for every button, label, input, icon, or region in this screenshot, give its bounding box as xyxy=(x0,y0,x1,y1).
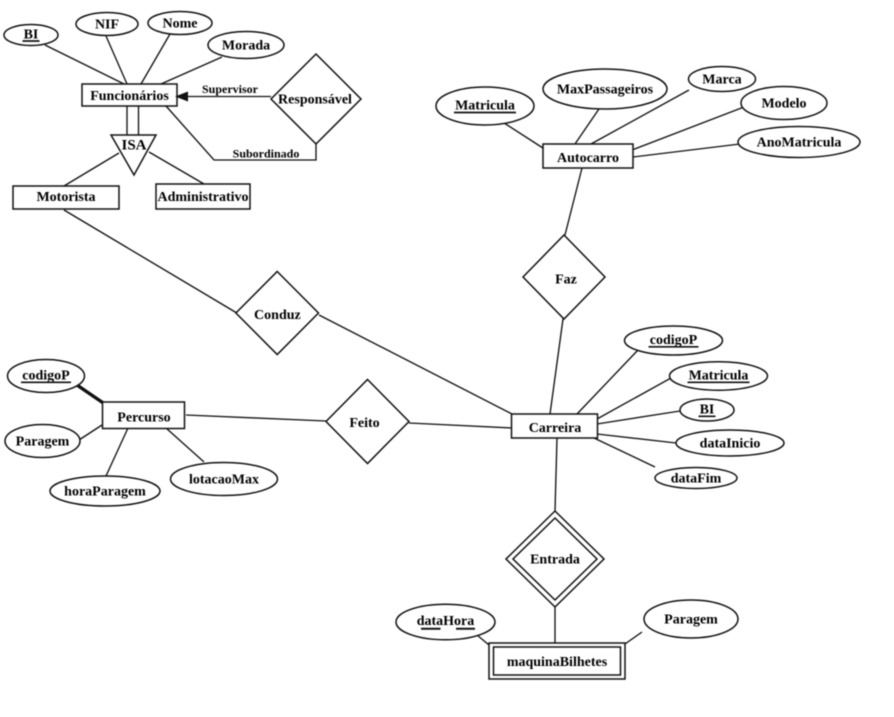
svg-text:ISA: ISA xyxy=(121,138,146,154)
svg-text:Administrativo: Administrativo xyxy=(158,190,249,205)
svg-text:Subordinado: Subordinado xyxy=(233,147,300,161)
svg-text:codigoP: codigoP xyxy=(22,369,70,384)
svg-text:Percurso: Percurso xyxy=(117,411,170,426)
svg-text:Entrada: Entrada xyxy=(530,553,580,568)
svg-text:Matricula: Matricula xyxy=(455,99,515,114)
svg-text:dataFim: dataFim xyxy=(671,472,722,487)
svg-text:Funcionários: Funcionários xyxy=(90,89,169,104)
svg-text:lotacaoMax: lotacaoMax xyxy=(189,473,259,488)
svg-text:Faz: Faz xyxy=(555,273,577,288)
svg-text:horaParagem: horaParagem xyxy=(64,485,146,500)
svg-text:Paragem: Paragem xyxy=(16,435,70,450)
svg-text:Responsável: Responsável xyxy=(278,93,352,108)
svg-text:Modelo: Modelo xyxy=(761,97,806,112)
svg-text:maquinaBilhetes: maquinaBilhetes xyxy=(507,655,608,670)
svg-text:Conduz: Conduz xyxy=(254,308,301,323)
svg-text:Carreira: Carreira xyxy=(529,421,582,436)
svg-text:dataInicio: dataInicio xyxy=(700,437,761,452)
svg-text:Supervisor: Supervisor xyxy=(202,82,259,96)
svg-text:Autocarro: Autocarro xyxy=(557,151,619,166)
svg-text:Morada: Morada xyxy=(222,39,270,54)
svg-text:Motorista: Motorista xyxy=(36,190,95,205)
svg-text:codigoP: codigoP xyxy=(650,333,698,348)
svg-text:AnoMatricula: AnoMatricula xyxy=(757,136,842,151)
svg-text:BI: BI xyxy=(700,403,715,418)
svg-text:Feito: Feito xyxy=(349,416,379,431)
svg-text:MaxPassageiros: MaxPassageiros xyxy=(557,83,654,98)
svg-text:Paragem: Paragem xyxy=(664,613,718,628)
svg-text:Matricula: Matricula xyxy=(689,369,749,384)
svg-text:Nome: Nome xyxy=(163,17,198,32)
svg-text:Marca: Marca xyxy=(702,73,741,88)
svg-text:dataHora: dataHora xyxy=(417,614,475,629)
svg-text:BI: BI xyxy=(24,28,39,43)
svg-text:NIF: NIF xyxy=(95,18,119,33)
